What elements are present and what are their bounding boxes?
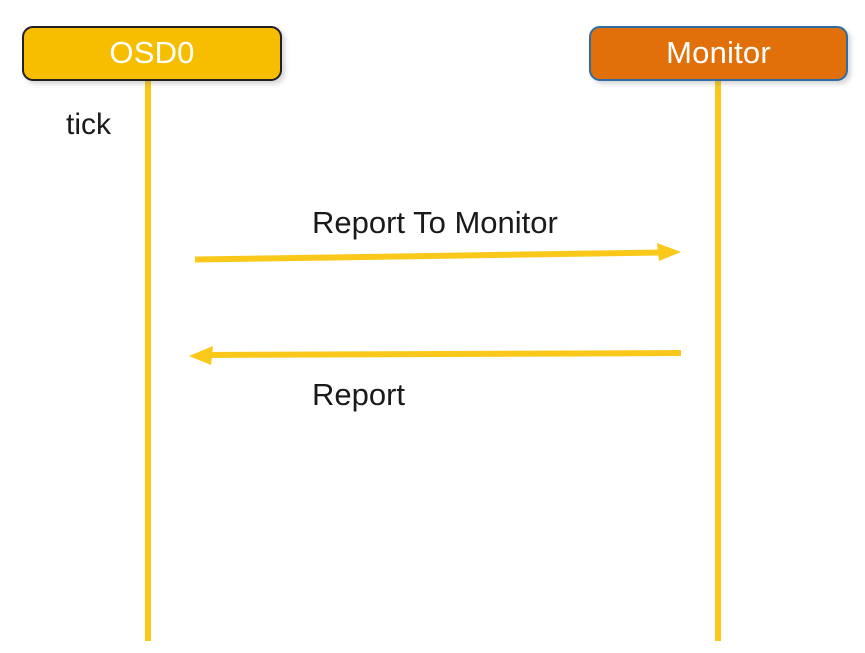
message-arrow-report-to-monitor: [194, 243, 681, 263]
participant-box-monitor[interactable]: Monitor: [589, 26, 848, 81]
message-label-report: Report: [312, 377, 406, 412]
lifeline-osd0: [145, 80, 151, 641]
message-arrow-report: [189, 346, 682, 365]
participant-box-osd0[interactable]: OSD0: [22, 26, 282, 81]
arrow-shaft-report-to-monitor: [194, 249, 663, 263]
arrow-head-report: [189, 346, 213, 365]
participant-label-osd0: OSD0: [109, 34, 195, 70]
arrow-shaft-report: [208, 350, 682, 358]
participant-label-monitor: Monitor: [666, 34, 771, 70]
message-label-report-to-monitor: Report To Monitor: [312, 205, 558, 240]
annotation-label-tick: tick: [66, 108, 111, 141]
lifeline-monitor: [715, 80, 721, 641]
arrow-head-report-to-monitor: [657, 243, 681, 261]
